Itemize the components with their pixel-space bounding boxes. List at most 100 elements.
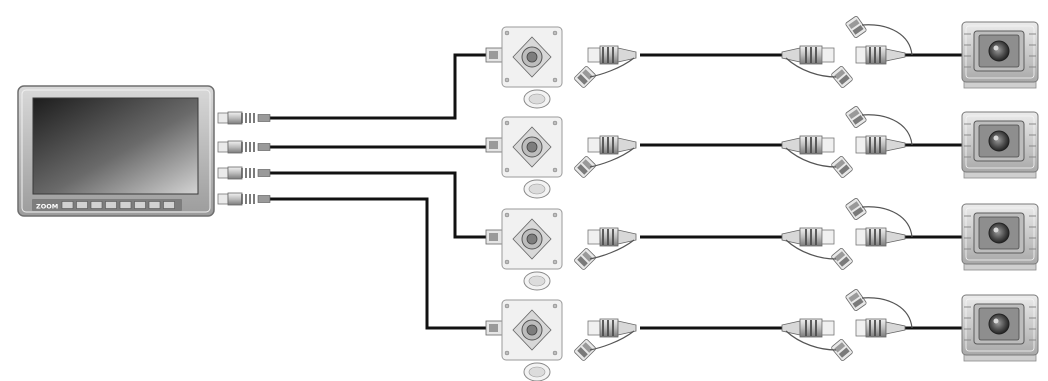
monitor-button (163, 201, 175, 209)
cable-connector-icon (574, 135, 637, 178)
branch-plug (831, 66, 853, 88)
monitor-cable-3 (270, 171, 490, 239)
branch-plug-band (577, 164, 588, 175)
branch-plug-band (838, 347, 850, 358)
cable-connector-icon (217, 166, 271, 180)
mounting-hole (504, 259, 510, 265)
camera-lens-glint (993, 227, 999, 233)
rear-camera-icon (961, 21, 1039, 89)
branch-plug-band (834, 342, 846, 353)
branch-plug (831, 339, 853, 361)
branch-lead (785, 147, 837, 168)
branch-lead (785, 57, 837, 78)
cable-connector-icon (574, 318, 637, 361)
cable-connector-icon (845, 288, 913, 338)
branch-lead (589, 147, 635, 168)
channel-1 (485, 15, 1039, 109)
monitor-button (61, 201, 74, 209)
camera-lens (988, 130, 1010, 152)
mounting-hole (552, 120, 558, 126)
cable-connector-icon (217, 111, 271, 125)
branch-plug (574, 248, 596, 270)
plug-body (227, 192, 243, 206)
camera-housing-highlight (965, 25, 1035, 79)
plug-cap (217, 112, 229, 124)
cable-connector-icon (217, 192, 271, 206)
branch-plug-band (577, 347, 588, 358)
branch-plug (845, 105, 867, 129)
monitor-cable-4 (270, 197, 490, 330)
branch-plug-band (848, 201, 860, 212)
branch-plug-body (831, 248, 853, 270)
connector-taper (885, 138, 906, 152)
camera-lens (988, 40, 1010, 62)
mounting-hole (504, 30, 510, 36)
cable-connector-icon (574, 227, 637, 270)
monitor-button (76, 201, 88, 209)
channel-2 (485, 105, 1039, 199)
plug-tail (257, 143, 271, 151)
junction-box-icon (485, 26, 563, 109)
branch-plug-body (845, 197, 867, 221)
plug-body (227, 111, 243, 125)
mounting-hole (552, 30, 558, 36)
connector-taper (617, 137, 637, 153)
monitor-button (148, 201, 161, 209)
camera-housing-highlight (965, 207, 1035, 261)
branch-lead (861, 114, 913, 146)
branch-plug (845, 197, 867, 221)
branch-plug (574, 339, 596, 361)
branch-lead (785, 330, 837, 351)
branch-plug-body (831, 156, 853, 178)
camera-lens-glint (993, 45, 999, 51)
mounting-hole (552, 167, 558, 173)
branch-plug-band (852, 24, 864, 35)
connector-cap (855, 136, 867, 154)
cable-connector-icon (574, 45, 637, 88)
branch-plug-band (848, 109, 860, 120)
plug-tail (257, 169, 271, 177)
branch-plug-band (852, 114, 864, 125)
branch-lead (861, 297, 913, 329)
branch-lead (785, 239, 837, 260)
branch-plug-body (574, 66, 596, 88)
connector-taper (781, 229, 801, 245)
branch-lead (589, 239, 635, 260)
branch-lead (589, 330, 635, 351)
junction-box-icon (485, 208, 563, 291)
monitor-button (90, 201, 103, 209)
branch-plug-band (852, 297, 864, 308)
monitor-button (119, 201, 132, 209)
branch-plug (831, 248, 853, 270)
connector-cap (821, 47, 835, 63)
branch-plug-band (838, 74, 850, 85)
cable-connector-icon (845, 105, 913, 155)
connector-taper (617, 229, 637, 245)
rear-camera-icon (961, 294, 1039, 362)
branch-plug-band (848, 19, 860, 30)
connector-cap (855, 228, 867, 246)
mounting-hole (504, 77, 510, 83)
connector-cap (821, 320, 835, 336)
connector-cap (821, 137, 835, 153)
mounting-hole (504, 350, 510, 356)
junction-inlet-core (489, 324, 498, 332)
connector-cap (587, 137, 601, 153)
junction-inlet-core (489, 233, 498, 241)
monitor-icon: ZOOM (17, 85, 215, 217)
rear-camera-icon (961, 111, 1039, 179)
branch-plug-band (834, 251, 846, 262)
monitor-button (134, 201, 146, 209)
plug-cap (217, 193, 229, 205)
branch-plug-body (831, 339, 853, 361)
junction-box-icon (485, 299, 563, 381)
plug-tail (257, 195, 271, 203)
camera-lens-glint (993, 135, 999, 141)
mounting-hole (552, 77, 558, 83)
mounting-hole (552, 303, 558, 309)
connector-cap (855, 46, 867, 64)
junction-dust-cap-inner (528, 275, 546, 287)
camera-housing-highlight (965, 298, 1035, 352)
connector-taper (781, 320, 801, 336)
branch-plug-band (838, 256, 850, 267)
